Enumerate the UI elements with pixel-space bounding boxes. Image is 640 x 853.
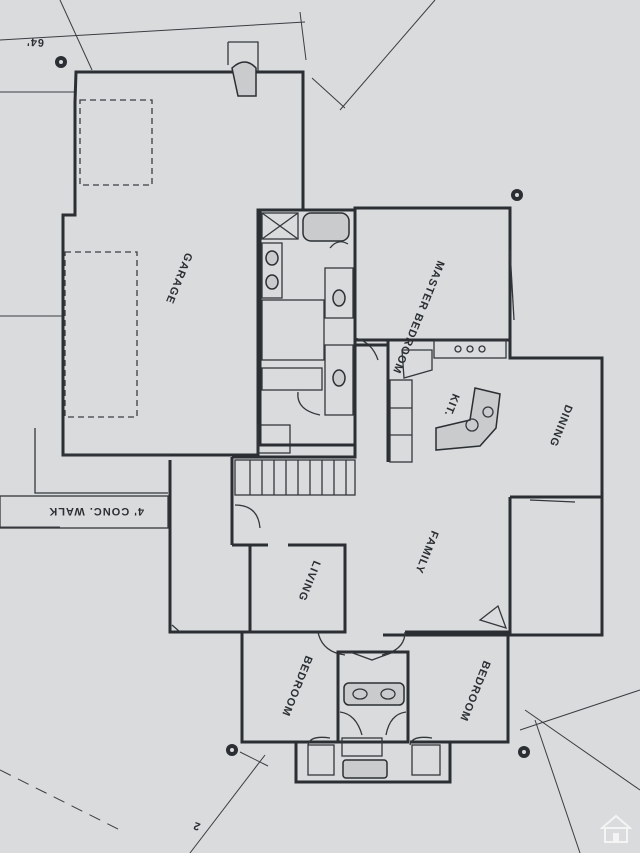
house-logo-icon <box>599 814 633 843</box>
master-bath <box>258 208 357 447</box>
concrete-walk <box>0 428 170 529</box>
survey-markers <box>55 56 530 758</box>
family-room <box>232 343 512 637</box>
dimension-label-bottom: 2 <box>191 819 202 833</box>
dining-annex <box>508 495 604 637</box>
bedroom-wing <box>240 630 510 784</box>
walk-label: 4' CONC. WALK <box>48 505 144 517</box>
kitchen <box>386 338 604 499</box>
living-room <box>168 460 347 634</box>
stairs <box>230 457 356 545</box>
dimension-label-top: 64' <box>26 35 44 48</box>
